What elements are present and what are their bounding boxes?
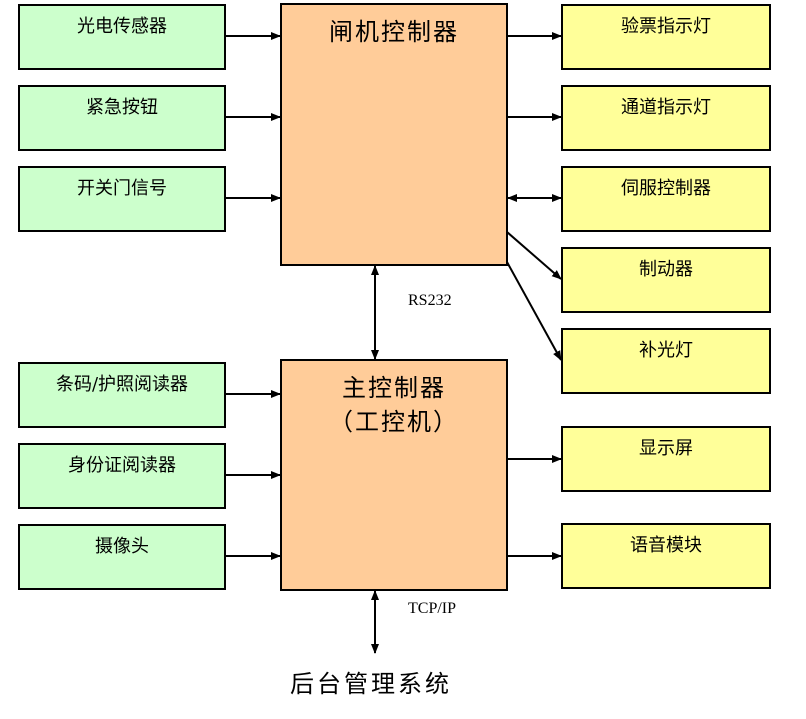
input-label: 身份证阅读器: [68, 455, 176, 476]
output-box-fill-light: 补光灯: [561, 328, 771, 394]
output-label: 制动器: [639, 259, 693, 280]
output-box-brake: 制动器: [561, 247, 771, 313]
output-box-channel-light: 通道指示灯: [561, 85, 771, 151]
output-label: 伺服控制器: [621, 178, 711, 199]
output-label: 语音模块: [630, 535, 702, 556]
output-label: 显示屏: [639, 438, 693, 459]
arrow-fill-light: [506, 261, 562, 361]
input-box-emergency-button: 紧急按钮: [18, 85, 226, 151]
output-label: 验票指示灯: [621, 16, 711, 37]
output-box-voice-module: 语音模块: [561, 523, 771, 589]
input-box-id-reader: 身份证阅读器: [18, 443, 226, 509]
tcpip-label: TCP/IP: [408, 600, 457, 617]
backend-system-label: 后台管理系统: [290, 670, 452, 698]
main-controller-box: 主控制器 （工控机）: [280, 359, 508, 591]
gate-controller-box: 闸机控制器: [280, 3, 508, 266]
input-label: 光电传感器: [77, 16, 167, 37]
input-label: 条码/护照阅读器: [55, 374, 189, 395]
output-box-ticket-light: 验票指示灯: [561, 4, 771, 70]
arrow-brake: [506, 231, 562, 280]
input-box-camera: 摄像头: [18, 524, 226, 590]
gate-controller-label: 闸机控制器: [329, 18, 459, 46]
output-label: 补光灯: [639, 340, 693, 361]
input-box-door-signal: 开关门信号: [18, 166, 226, 232]
input-box-barcode-reader: 条码/护照阅读器: [18, 362, 226, 428]
input-label: 开关门信号: [77, 178, 167, 199]
output-box-display: 显示屏: [561, 426, 771, 492]
input-label: 摄像头: [95, 536, 149, 557]
output-label: 通道指示灯: [621, 97, 711, 118]
input-label: 紧急按钮: [86, 97, 158, 118]
rs232-label: RS232: [408, 292, 452, 309]
main-controller-label: 主控制器: [342, 374, 446, 402]
output-box-servo-controller: 伺服控制器: [561, 166, 771, 232]
input-box-photo-sensor: 光电传感器: [18, 4, 226, 70]
main-controller-sublabel: （工控机）: [329, 408, 459, 436]
